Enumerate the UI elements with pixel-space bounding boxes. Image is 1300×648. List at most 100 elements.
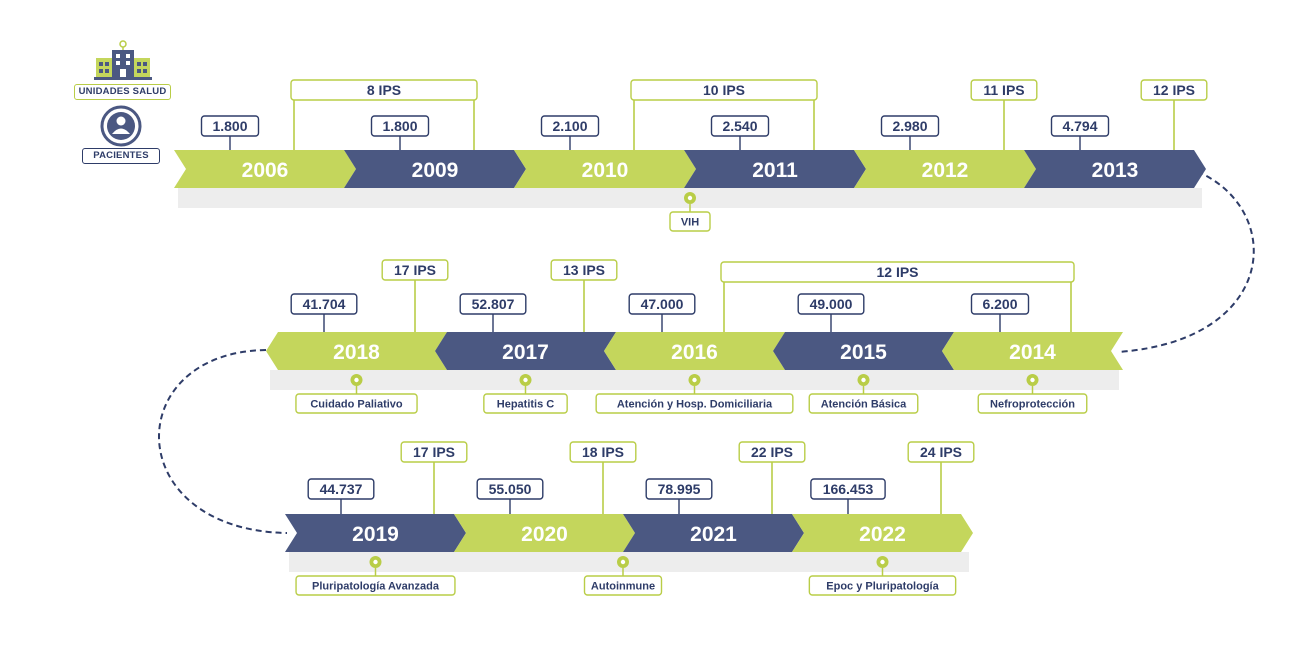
connector-row2-row3: [158, 349, 288, 534]
svg-text:4.794: 4.794: [1062, 118, 1097, 134]
svg-text:55.050: 55.050: [489, 481, 532, 497]
svg-text:41.704: 41.704: [303, 296, 346, 312]
year-label: 2009: [412, 159, 459, 182]
patients-count: 1.800: [200, 115, 260, 137]
patients-count: 44.737: [307, 478, 375, 500]
program-label: Pluripatología Avanzada: [295, 575, 456, 596]
svg-text:47.000: 47.000: [641, 296, 684, 312]
ips-group: [723, 282, 1072, 332]
year-segment: 2018: [266, 332, 447, 370]
year-segment: 2016: [604, 332, 785, 370]
year-label: 2006: [242, 159, 289, 182]
patients-count: 1.800: [370, 115, 430, 137]
svg-text:2.540: 2.540: [722, 118, 757, 134]
svg-text:VIH: VIH: [681, 217, 699, 229]
program-label: Epoc y Pluripatología: [808, 575, 957, 596]
year-label: 2014: [1009, 341, 1056, 364]
patients-count: 78.995: [645, 478, 713, 500]
program-marker: [684, 192, 696, 212]
ips-count: 22 IPS: [738, 441, 806, 463]
svg-text:49.000: 49.000: [810, 296, 853, 312]
svg-text:Hepatitis C: Hepatitis C: [497, 399, 555, 411]
year-segment: 2019: [285, 514, 466, 552]
patients-count: 4.794: [1050, 115, 1110, 137]
ips-group: [633, 100, 815, 150]
ips-count: 17 IPS: [400, 441, 468, 463]
svg-text:24 IPS: 24 IPS: [920, 444, 962, 460]
svg-text:18 IPS: 18 IPS: [582, 444, 624, 460]
svg-text:1.800: 1.800: [382, 118, 417, 134]
patients-count: 49.000: [797, 293, 865, 315]
ips-count: 13 IPS: [550, 259, 618, 281]
program-label: Nefroprotección: [977, 393, 1088, 414]
svg-text:78.995: 78.995: [658, 481, 701, 497]
svg-text:11 IPS: 11 IPS: [983, 82, 1024, 98]
year-label: 2016: [671, 341, 718, 364]
svg-text:12 IPS: 12 IPS: [876, 264, 918, 280]
ips-count: 11 IPS: [970, 79, 1038, 101]
svg-text:2.100: 2.100: [552, 118, 587, 134]
year-segment: 2020: [454, 514, 635, 552]
year-label: 2010: [582, 159, 629, 182]
ips-count: 24 IPS: [907, 441, 975, 463]
legend-units-label: UNIDADES SALUD: [74, 84, 171, 100]
svg-text:2.980: 2.980: [892, 118, 927, 134]
patients-count: 55.050: [476, 478, 544, 500]
patients-count: 47.000: [628, 293, 696, 315]
year-label: 2019: [352, 523, 399, 546]
ips-count: 12 IPS: [720, 261, 1075, 283]
svg-text:17 IPS: 17 IPS: [394, 262, 436, 278]
year-segment: 2015: [773, 332, 954, 370]
program-marker: [857, 374, 870, 394]
year-segment: 2011: [684, 150, 866, 188]
svg-text:166.453: 166.453: [823, 481, 874, 497]
svg-text:17 IPS: 17 IPS: [413, 444, 455, 460]
svg-text:10 IPS: 10 IPS: [703, 82, 745, 98]
patients-count: 166.453: [810, 478, 886, 500]
svg-text:Nefroprotección: Nefroprotección: [990, 399, 1075, 411]
ips-count: 8 IPS: [290, 79, 478, 101]
program-marker: [688, 374, 701, 394]
user-circle-icon: [100, 105, 142, 147]
program-marker: [1026, 374, 1039, 394]
year-label: 2017: [502, 341, 549, 364]
program-marker: [369, 556, 382, 576]
year-segment: 2010: [514, 150, 696, 188]
program-marker: [350, 374, 363, 394]
year-label: 2018: [333, 341, 380, 364]
program-label: VIH: [669, 211, 711, 232]
ips-count: 18 IPS: [569, 441, 637, 463]
program-marker: [519, 374, 532, 394]
year-segment: 2021: [623, 514, 804, 552]
program-label: Hepatitis C: [483, 393, 568, 414]
year-segment: 2017: [435, 332, 616, 370]
patients-count: 52.807: [459, 293, 527, 315]
svg-text:22 IPS: 22 IPS: [751, 444, 793, 460]
year-label: 2015: [840, 341, 887, 364]
svg-text:8 IPS: 8 IPS: [367, 82, 401, 98]
svg-text:44.737: 44.737: [320, 481, 363, 497]
hospital-building-icon: [94, 40, 152, 80]
patients-count: 2.100: [540, 115, 600, 137]
year-label: 2021: [690, 523, 737, 546]
svg-text:13 IPS: 13 IPS: [563, 262, 605, 278]
svg-text:Atención y Hosp. Domiciliaria: Atención y Hosp. Domiciliaria: [617, 399, 773, 411]
ips-count: 12 IPS: [1140, 79, 1208, 101]
legend-patients-label: PACIENTES: [82, 148, 160, 164]
ips-group: [293, 100, 475, 150]
ips-count: 17 IPS: [381, 259, 449, 281]
year-label: 2013: [1092, 159, 1139, 182]
program-label: Atención y Hosp. Domiciliaria: [595, 393, 794, 414]
year-label: 2020: [521, 523, 568, 546]
program-label: Atención Básica: [808, 393, 919, 414]
svg-text:Epoc y Pluripatología: Epoc y Pluripatología: [826, 581, 939, 593]
svg-text:12 IPS: 12 IPS: [1153, 82, 1195, 98]
program-label: Cuidado Paliativo: [295, 393, 418, 414]
patients-count: 41.704: [290, 293, 358, 315]
program-label: Autoinmune: [583, 575, 663, 596]
svg-text:1.800: 1.800: [212, 118, 247, 134]
patients-count: 2.540: [710, 115, 770, 137]
svg-text:6.200: 6.200: [982, 296, 1017, 312]
year-segment: 2012: [854, 150, 1036, 188]
